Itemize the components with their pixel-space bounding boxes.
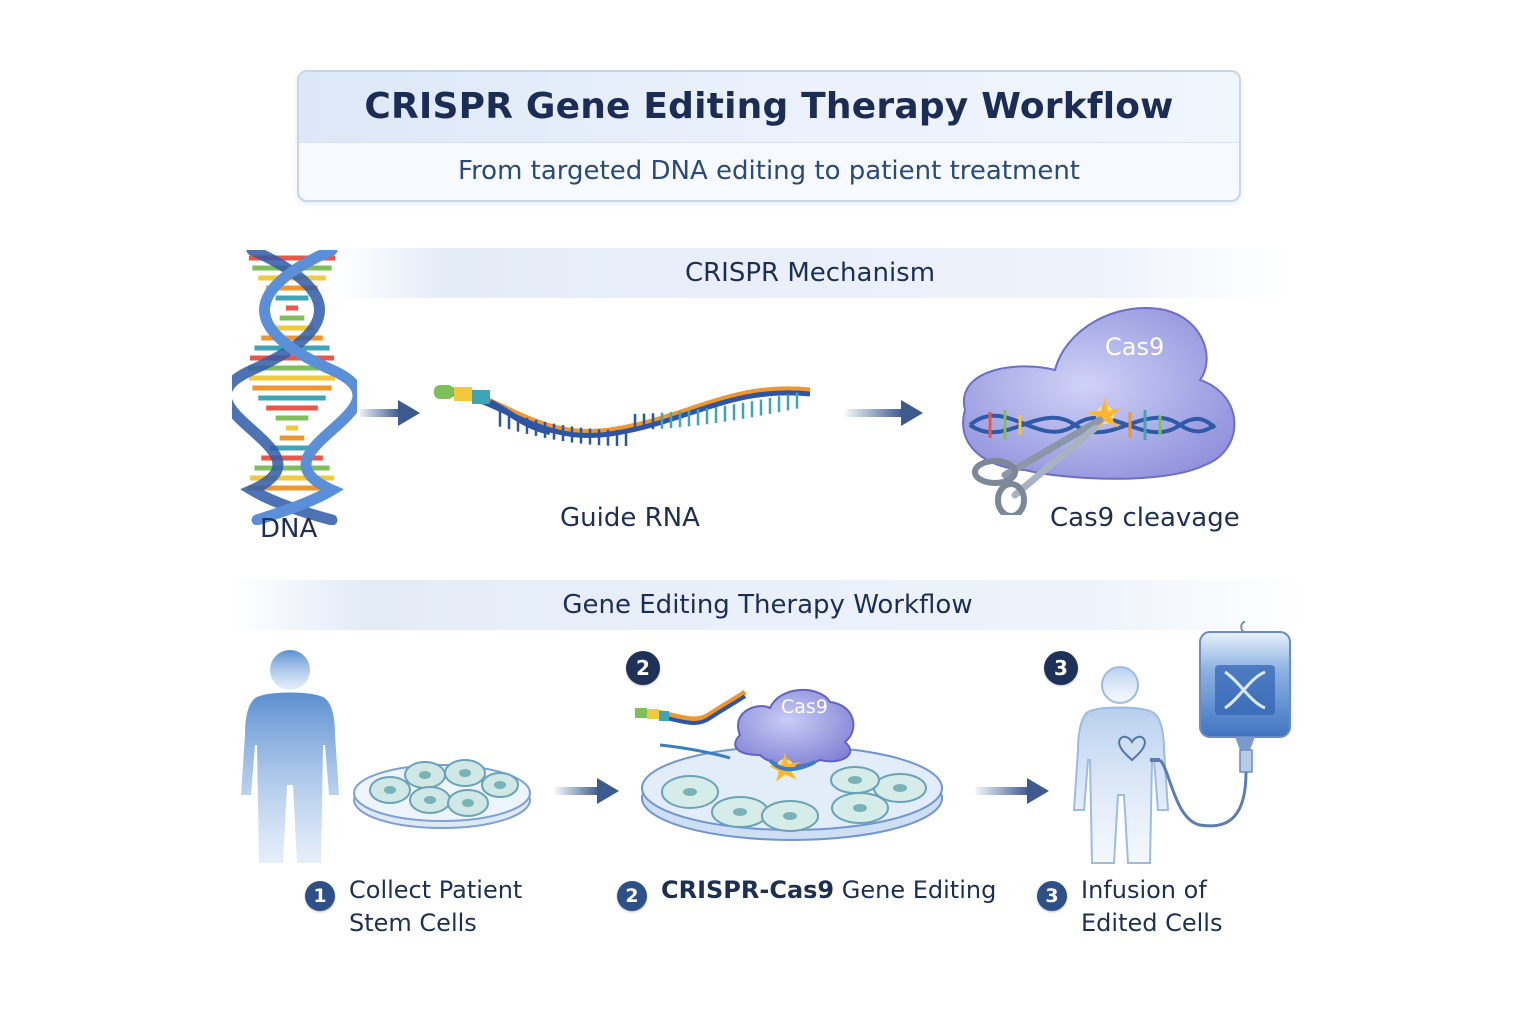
- title-box: CRISPR Gene Editing Therapy Workflow Fro…: [297, 70, 1241, 202]
- step-2-illustration-badge: 2: [626, 651, 660, 685]
- title-band: [299, 72, 1239, 143]
- cas9-cleavage-illustration: [962, 307, 1236, 515]
- cas9-protein-shape: [962, 307, 1236, 480]
- rna-bases: [498, 392, 799, 446]
- step-1-label-line1: Collect Patient: [349, 876, 523, 904]
- small-cas9-label: Cas9: [781, 696, 828, 718]
- step-1-label-line2: Stem Cells: [349, 909, 477, 937]
- workflow-section-title: Gene Editing Therapy Workflow: [230, 580, 1305, 630]
- step-1-badge: 1: [305, 881, 335, 911]
- dna-label: DNA: [260, 514, 318, 544]
- gene-editing-dish-illustration: [634, 689, 943, 841]
- petri-dish-icon: [353, 759, 531, 829]
- rna-segment-teal: [472, 390, 490, 404]
- step-2-badge: 2: [617, 881, 647, 911]
- dna-helix-icon: [232, 250, 357, 525]
- rna-segment-green: [434, 385, 454, 399]
- step-1-label: Collect Patient Stem Cells: [349, 874, 522, 940]
- guide-rna-icon: [434, 385, 811, 446]
- cas9-dna-bases: [988, 410, 1162, 440]
- infusion-illustration: [1072, 621, 1291, 864]
- dna-strand-front: [251, 250, 357, 525]
- arrow-right-icon: [975, 778, 1049, 804]
- step-3-label: Infusion of Edited Cells: [1081, 874, 1222, 940]
- arrow-right-icon: [845, 400, 923, 426]
- step-3-label-line2: Edited Cells: [1081, 909, 1223, 937]
- step-2-label-bold: CRISPR-Cas9: [661, 876, 835, 904]
- small-cas9-shape: [734, 689, 855, 767]
- page-subtitle: From targeted DNA editing to patient tre…: [458, 156, 1080, 186]
- arrow-right-icon: [555, 778, 619, 804]
- patient-figure-icon: [241, 650, 339, 863]
- page-title: CRISPR Gene Editing Therapy Workflow: [364, 86, 1174, 127]
- iv-bag-icon: [1150, 621, 1291, 828]
- mechanism-section-title: CRISPR Mechanism: [330, 248, 1290, 298]
- step-2-label-rest: Gene Editing: [834, 876, 997, 904]
- stem-cells: [369, 759, 519, 817]
- cas9-cleavage-label: Cas9 cleavage: [1050, 503, 1240, 533]
- dna-base-pairs: [248, 255, 336, 491]
- arrow-right-icon: [360, 400, 420, 426]
- scissors-icon: [972, 416, 1104, 515]
- patient-outline-icon: [1072, 666, 1170, 864]
- edited-cells: [661, 766, 927, 832]
- cas9-label: Cas9: [1105, 333, 1165, 361]
- dna-strand-back: [232, 250, 338, 525]
- step-3-illustration-badge: 3: [1044, 651, 1078, 685]
- step-3-badge: 3: [1037, 881, 1067, 911]
- step-2-label: CRISPR-Cas9 Gene Editing: [661, 874, 996, 907]
- step-3-label-line1: Infusion of: [1081, 876, 1207, 904]
- guide-rna-label: Guide RNA: [560, 503, 700, 533]
- rna-segment-yellow: [454, 387, 472, 401]
